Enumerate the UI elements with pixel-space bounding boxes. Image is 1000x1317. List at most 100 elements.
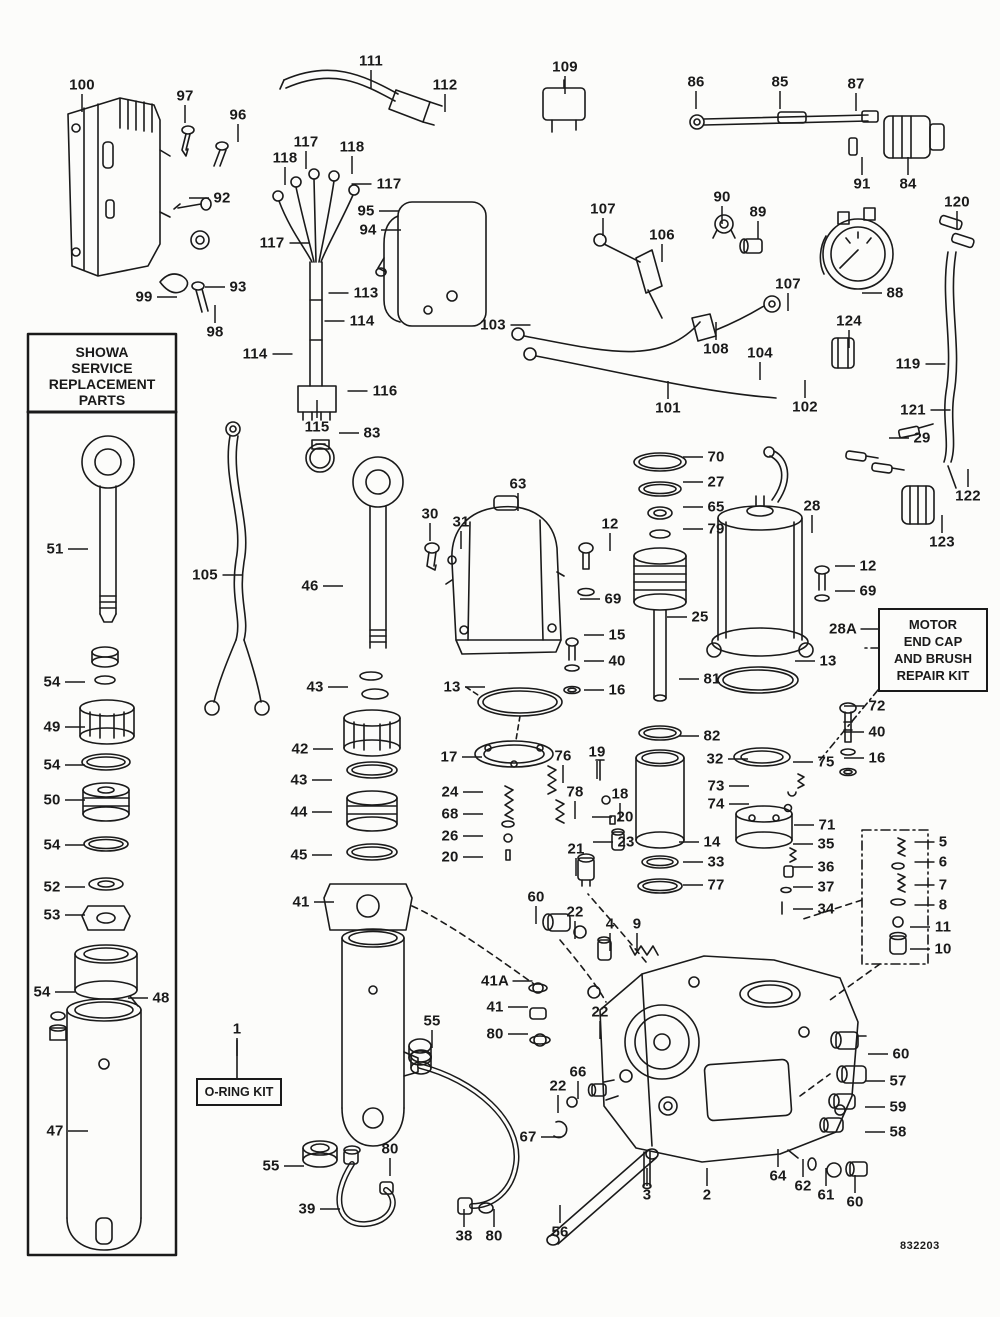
callout-label: 23	[617, 833, 635, 851]
callout-label: 16	[608, 681, 626, 699]
end-cap-group	[465, 686, 563, 768]
callout-label: 41	[292, 893, 310, 911]
callout-label: 47	[46, 1122, 64, 1140]
callout-label: 44	[290, 803, 308, 821]
callout-label: 100	[69, 76, 95, 94]
pump-assembly	[633, 452, 687, 894]
callout-label: 63	[509, 475, 527, 493]
callout-label: 78	[566, 783, 584, 801]
callout-label: 51	[46, 540, 64, 558]
callout-label: 8	[938, 896, 948, 914]
kit-connectors	[819, 647, 879, 761]
callout-label: 118	[339, 138, 365, 156]
callout-label: 46	[301, 577, 319, 595]
callout-label: 48	[152, 989, 170, 1007]
callout-label: 80	[381, 1140, 399, 1158]
callout-label: 14	[703, 833, 721, 851]
callout-label: 53	[43, 906, 61, 924]
callout-label: 75	[817, 753, 835, 771]
callout-label: 67	[519, 1128, 537, 1146]
callout-label: 83	[363, 424, 381, 442]
callout-label: 4	[605, 915, 615, 933]
callout-label: 112	[432, 76, 458, 94]
callout-label: 118	[272, 149, 298, 167]
bushings-55	[302, 1038, 432, 1168]
callout-label: 49	[43, 718, 61, 736]
callout-label: 20	[441, 848, 459, 866]
callout-label: 114	[349, 312, 375, 330]
callout-label: 70	[707, 448, 725, 466]
housing-small-parts	[546, 1148, 868, 1246]
callout-label: 26	[441, 827, 459, 845]
relay	[542, 79, 586, 133]
callout-label: 42	[291, 740, 309, 758]
callout-label: 28A	[828, 620, 858, 638]
callout-label: 12	[601, 515, 619, 533]
screws-15-40-16	[563, 637, 581, 695]
callout-label: 121	[900, 401, 926, 419]
callout-label: 122	[955, 487, 981, 505]
screw-30-31	[424, 542, 457, 571]
callout-label: 32	[706, 750, 724, 768]
callout-label: 60	[846, 1193, 864, 1211]
callout-label: 91	[853, 175, 871, 193]
callout-label: 45	[290, 846, 308, 864]
callout-label: 40	[868, 723, 886, 741]
callout-label: 56	[551, 1223, 569, 1241]
gauge	[819, 207, 894, 290]
callout-label: 124	[836, 312, 862, 330]
reservoir-cover	[445, 495, 565, 655]
left-fittings	[411, 893, 659, 1139]
callout-label: 105	[192, 566, 218, 584]
callout-label: 58	[889, 1123, 907, 1141]
callout-label: 41A	[480, 972, 510, 990]
callout-label: 113	[353, 284, 379, 302]
callout-label: 90	[713, 188, 731, 206]
callout-label: 54	[33, 983, 51, 1001]
callout-label: 39	[298, 1200, 316, 1218]
callout-label: 35	[817, 835, 835, 853]
showa-kit-line: SERVICE	[71, 360, 133, 376]
callout-label: 19	[588, 743, 606, 761]
callout-label: 120	[944, 193, 970, 211]
callout-label: 104	[747, 344, 773, 362]
oring-kit-line: O-RING KIT	[204, 1085, 274, 1099]
callout-label: 54	[43, 673, 61, 691]
callout-label: 17	[440, 748, 458, 766]
callout-label: 84	[899, 175, 917, 193]
callout-label: 20	[616, 808, 634, 826]
connector-84	[883, 115, 945, 159]
callout-label: 43	[306, 678, 324, 696]
callout-label: 13	[443, 678, 461, 696]
callout-label: 61	[817, 1186, 835, 1204]
callout-label: 60	[527, 888, 545, 906]
callout-label: 107	[590, 200, 616, 218]
callout-label: 41	[486, 998, 504, 1016]
callout-label: 38	[455, 1227, 473, 1245]
callout-label: 55	[423, 1012, 441, 1030]
motor-kit-line: MOTOR	[908, 617, 958, 632]
callout-label: 107	[775, 275, 801, 293]
ignition-leads	[511, 233, 781, 399]
relief-valve-kit	[799, 829, 929, 1001]
callout-label: 108	[703, 340, 729, 358]
callout-label: 52	[43, 878, 61, 896]
callout-label: 62	[794, 1177, 812, 1195]
callout-label: 82	[703, 727, 721, 745]
callout-label: 24	[441, 783, 459, 801]
callout-label: 109	[552, 58, 578, 76]
showa-kit-title: SHOWA SERVICE REPLACEMENT PARTS	[30, 340, 174, 410]
callout-label: 21	[567, 840, 585, 858]
callout-label: 106	[649, 226, 675, 244]
callout-label: 81	[703, 670, 721, 688]
callout-label: 40	[608, 652, 626, 670]
showa-kit-line: SHOWA	[75, 344, 129, 360]
callout-label: 99	[135, 288, 153, 306]
callout-label: 101	[655, 399, 681, 417]
callout-label: 123	[929, 533, 955, 551]
callout-label: 9	[632, 915, 642, 933]
motor-end-cap-kit-box: MOTOR END CAP AND BRUSH REPAIR KIT	[878, 608, 988, 692]
callout-label: 71	[818, 816, 836, 834]
callout-label: 87	[847, 75, 865, 93]
